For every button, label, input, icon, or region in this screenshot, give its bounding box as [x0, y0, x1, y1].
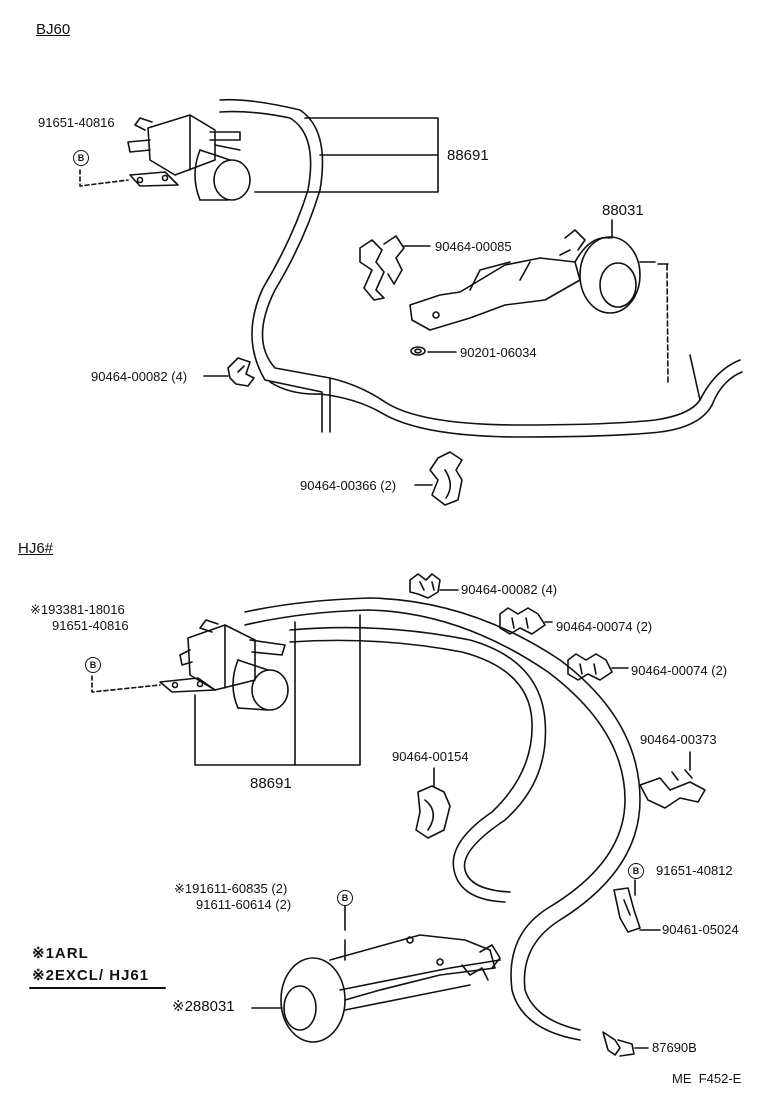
bolt-marker-top-icon: B: [73, 150, 89, 166]
part-label-88031-top: 88031: [602, 202, 644, 219]
part-label-87690b: 87690B: [652, 1040, 697, 1055]
vsv-solenoid-valve-top-icon: [127, 114, 251, 201]
part-label-90464-00082-top: 90464-00082 (4): [91, 369, 188, 384]
bolt-marker-actuator-icon: B: [337, 890, 353, 906]
part-label-91611-60614: 91611-60614 (2): [196, 897, 292, 912]
part-label-88031-bottom: ※288031: [172, 998, 235, 1015]
part-label-90464-00373: 90464-00373: [640, 732, 717, 747]
part-label-90464-00154: 90464-00154: [392, 749, 469, 764]
note-excl-hj61: ※2EXCL/ HJ61: [32, 967, 150, 984]
part-label-88691-top: 88691: [447, 147, 489, 164]
note-arl: ※1ARL: [32, 945, 89, 962]
part-label-193381-18016: ※193381-18016: [30, 602, 125, 617]
part-label-90464-00074-a: 90464-00074 (2): [556, 619, 653, 634]
section-title-hj6: HJ6#: [18, 540, 54, 557]
hose-clamp-00085-icon: [359, 235, 405, 301]
part-label-90464-00085: 90464-00085: [435, 239, 512, 254]
hose-clamp-00074-a-icon: [499, 607, 546, 635]
part-label-90464-00082-bottom: 90464-00082 (4): [461, 582, 558, 597]
vacuum-hose-bottom: [244, 597, 641, 1041]
part-label-91651-40816-top: 91651-40816: [38, 115, 115, 130]
part-label-90201-06034: 90201-06034: [460, 345, 537, 360]
union-87690b-icon: [602, 1031, 635, 1057]
vacuum-hose-top: [219, 98, 743, 438]
vacuum-actuator-bottom-icon: [280, 934, 501, 1043]
clamp-90461-05024-icon: [613, 887, 641, 933]
section-title-bj60: BJ60: [36, 21, 71, 38]
part-label-90461-05024: 90461-05024: [662, 922, 739, 937]
hose-clamp-00074-b-icon: [567, 653, 613, 681]
part-label-90464-00366: 90464-00366 (2): [300, 478, 397, 493]
hose-clamp-00082-bottom-icon: [409, 573, 441, 599]
part-label-90464-00074-b: 90464-00074 (2): [631, 663, 728, 678]
part-label-91651-40812: 91651-40812: [656, 863, 733, 878]
vsv-solenoid-valve-bottom-icon: [159, 619, 289, 711]
part-label-88691-bottom: 88691: [250, 775, 292, 792]
part-label-91651-40816-bottom: 91651-40816: [52, 618, 129, 633]
drawing-code: ME F452-E: [672, 1071, 742, 1086]
bolt-marker-right-icon: B: [628, 863, 644, 879]
hose-clamp-00154-icon: [415, 785, 451, 839]
bolt-marker-bottom-icon: B: [85, 657, 101, 673]
hose-clamp-00082-top-icon: [227, 357, 255, 387]
connector-00373-icon: [639, 769, 706, 809]
vacuum-actuator-top-icon: [409, 229, 656, 331]
hose-clamp-00366-icon: [429, 451, 463, 506]
part-label-191611-60835: ※191611-60835 (2): [174, 881, 288, 896]
